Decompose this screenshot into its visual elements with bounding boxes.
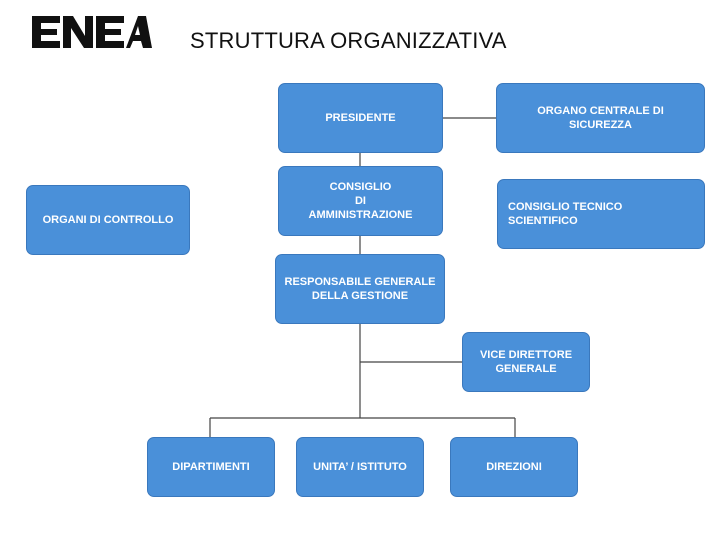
page-title: STRUTTURA ORGANIZZATIVA: [190, 28, 507, 53]
box-organo-centrale-sicurezza: ORGANO CENTRALE DI SICUREZZA: [496, 83, 705, 153]
box-responsabile-generale-label: RESPONSABILE GENERALE DELLA GESTIONE: [284, 276, 436, 302]
box-organi-controllo-label: ORGANI DI CONTROLLO: [42, 214, 174, 226]
box-presidente: PRESIDENTE: [278, 83, 443, 153]
box-consiglio-tecnico-label: CONSIGLIO TECNICO SCIENTIFICO: [508, 201, 623, 227]
box-vice-direttore-generale: VICE DIRETTORE GENERALE: [462, 332, 590, 392]
box-vice-direttore-label: VICE DIRETTORE GENERALE: [479, 349, 573, 375]
box-consiglio-amministrazione: CONSIGLIO DI AMMINISTRAZIONE: [278, 166, 443, 236]
box-dipartimenti-label: DIPARTIMENTI: [172, 461, 250, 473]
box-direzioni-label: DIREZIONI: [486, 461, 542, 473]
box-dipartimenti: DIPARTIMENTI: [147, 437, 275, 497]
enea-logo: [32, 16, 152, 48]
box-organi-controllo: ORGANI DI CONTROLLO: [26, 185, 190, 255]
box-unita-istituto: UNITA’ / ISTITUTO: [296, 437, 424, 497]
box-organo-centrale-label: ORGANO CENTRALE DI SICUREZZA: [537, 105, 664, 131]
box-responsabile-generale: RESPONSABILE GENERALE DELLA GESTIONE: [275, 254, 445, 324]
box-unita-istituto-label: UNITA’ / ISTITUTO: [313, 461, 407, 473]
box-consiglio-tecnico-scientifico: CONSIGLIO TECNICO SCIENTIFICO: [497, 179, 705, 249]
box-direzioni: DIREZIONI: [450, 437, 578, 497]
box-consiglio-amministrazione-label: CONSIGLIO DI AMMINISTRAZIONE: [308, 181, 413, 221]
box-presidente-label: PRESIDENTE: [325, 112, 396, 124]
